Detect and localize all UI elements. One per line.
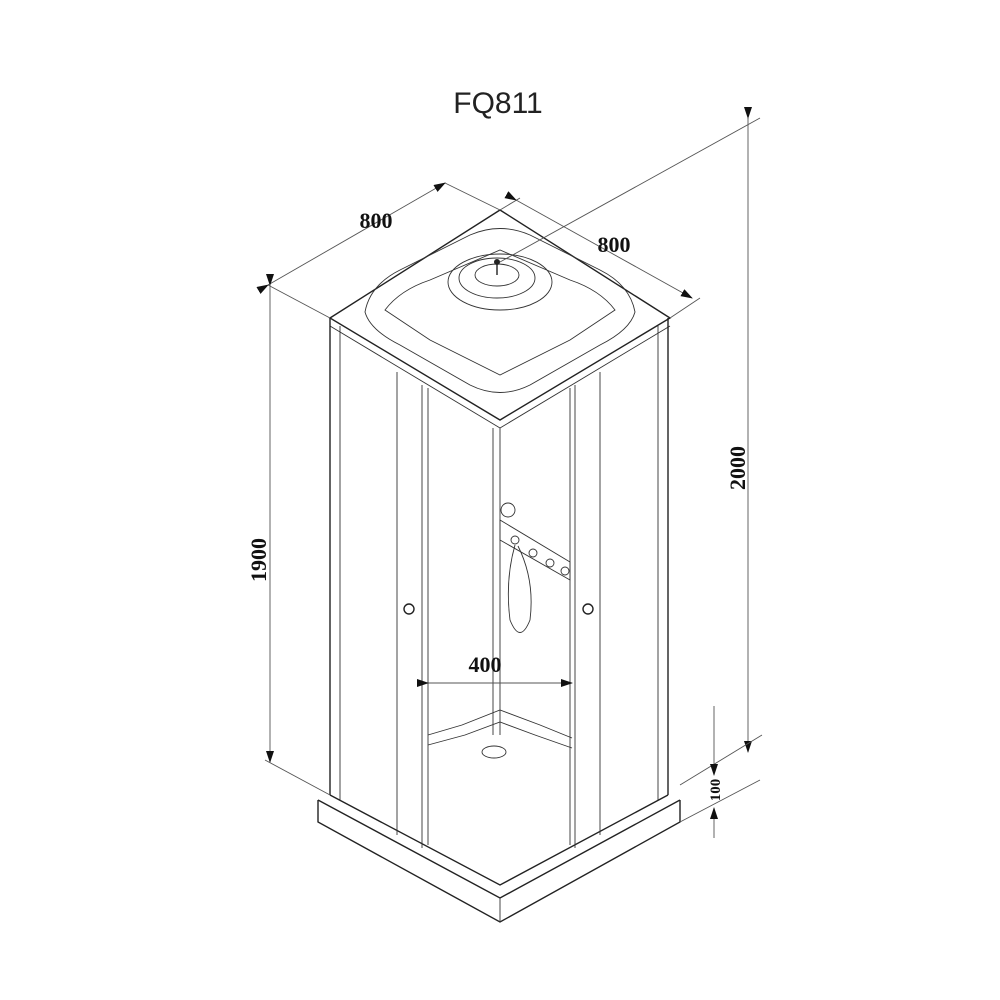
- dimension-door-opening: 400: [417, 652, 573, 687]
- dimension-cabin-height: 1900: [246, 274, 331, 796]
- base-tray: [317, 799, 681, 923]
- width-left-label: 800: [360, 208, 393, 233]
- left-door-handle: [403, 603, 415, 615]
- cabin-height-label: 1900: [246, 538, 271, 582]
- cabin-body: [329, 318, 669, 886]
- model-title: FQ811: [453, 87, 543, 120]
- right-door-handle: [582, 603, 594, 615]
- dimension-width-right: 800: [499, 117, 761, 319]
- door-opening-label: 400: [469, 652, 502, 677]
- dimension-width-left: 800: [256, 182, 501, 319]
- width-right-label: 800: [598, 232, 631, 257]
- total-height-label: 2000: [725, 446, 750, 490]
- dimension-tray-height: 100: [679, 706, 761, 838]
- tray-height-label: 100: [708, 779, 724, 802]
- dimension-total-height: 2000: [679, 107, 763, 786]
